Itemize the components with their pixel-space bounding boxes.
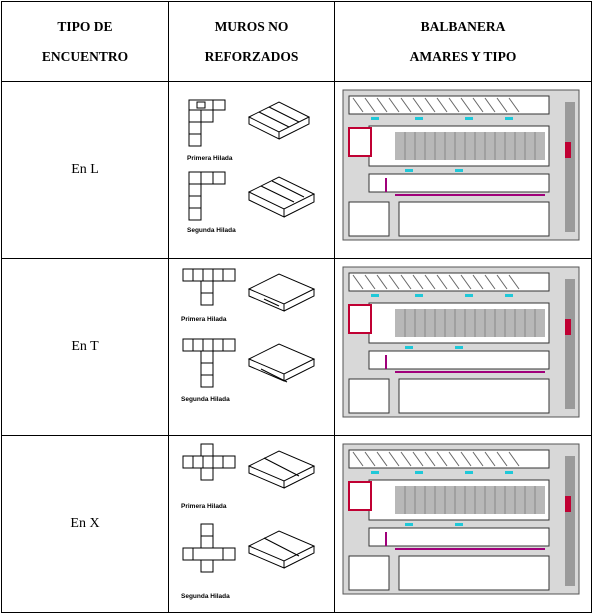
floor-plan-diagram [342,266,580,418]
table-row: En L Pri [1,81,592,259]
plan-cell [334,435,592,613]
floor-plan-diagram [342,443,580,595]
muros-cell: Primera Hilada Segunda Hilada [168,435,335,613]
table-row: En T Primera Hilada Segunda Hilada [1,258,592,436]
header-line: MUROS NO [214,18,289,34]
brick-t-diagram: Primera Hilada Segunda Hilada [181,268,316,403]
table-header-row: TIPO DE ENCUENTRO MUROS NO REFORZADOS BA… [1,1,592,82]
caption-segunda-hilada: Segunda Hilada [181,593,230,600]
brick-l-diagram: Primera Hilada Segunda Hilada [187,99,316,234]
caption-primera-hilada: Primera Hilada [181,316,227,323]
caption-primera-hilada: Primera Hilada [181,503,227,510]
header-muros-no-reforzados: MUROS NO REFORZADOS [168,1,335,82]
header-line: AMARES Y TIPO [409,48,517,64]
header-tipo-encuentro: TIPO DE ENCUENTRO [1,1,169,82]
caption-primera-hilada: Primera Hilada [187,155,233,162]
row-label: En X [1,435,169,613]
header-line: ENCUENTRO [41,48,129,64]
header-line: TIPO DE [57,18,113,34]
row-label: En L [1,81,169,259]
brick-x-diagram: Primera Hilada Segunda Hilada [181,443,316,600]
floor-plan-diagram [342,89,580,241]
header-line: BALBANERA [420,18,506,34]
header-balbanera: BALBANERA AMARES Y TIPO [334,1,592,82]
muros-cell: Primera Hilada Segunda Hilada [168,258,335,436]
plan-cell [334,81,592,259]
row-label: En T [1,258,169,436]
header-line: REFORZADOS [204,48,299,64]
caption-segunda-hilada: Segunda Hilada [181,396,230,403]
table-row: En X Primera Hilada Segunda Hilada [1,435,592,613]
caption-segunda-hilada: Segunda Hilada [187,227,236,234]
plan-cell [334,258,592,436]
muros-cell: Primera Hilada Segunda Hilada [168,81,335,259]
